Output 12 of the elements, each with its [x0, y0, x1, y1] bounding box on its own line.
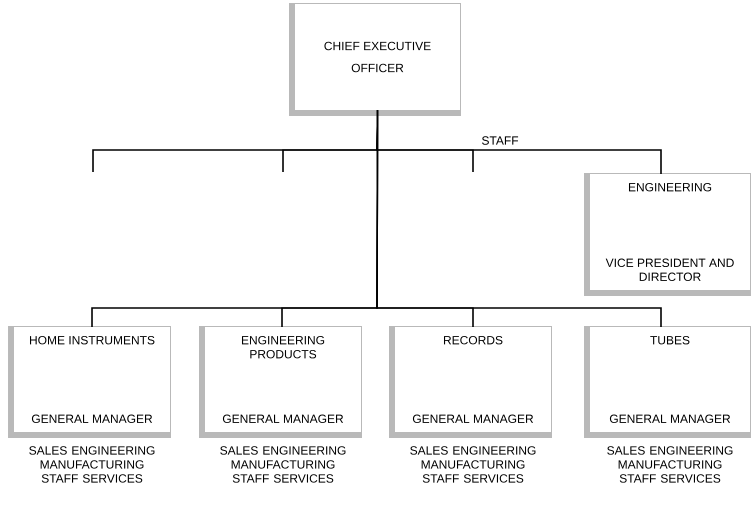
connector-line	[376, 110, 662, 327]
function-list: SALES ENGINEERING MANUFACTURING STAFF SERVICES	[220, 446, 346, 483]
org-box: CHIEF EXECUTIVE OFFICER	[289, 3, 461, 116]
org-box: HOME INSTRUMENTS GENERAL MANAGER	[8, 326, 171, 438]
function-list: SALES ENGINEERING MANUFACTURING STAFF SERVICES	[410, 446, 536, 483]
org-box: TUBES GENERAL MANAGER	[584, 326, 751, 438]
function-list: SALES ENGINEERING MANUFACTURING STAFF SERVICES	[607, 446, 732, 483]
org-box: ENGINEERING VICE PRESIDENT AND DIRECTOR	[584, 173, 751, 296]
org-box: RECORDS GENERAL MANAGER	[389, 326, 552, 438]
function-list: SALES ENGINEERING MANUFACTURING STAFF SERVICES	[29, 446, 154, 483]
line-label: STAFF	[482, 136, 518, 145]
org-box: ENGINEERING PRODUCTS GENERAL MANAGER	[199, 326, 362, 438]
